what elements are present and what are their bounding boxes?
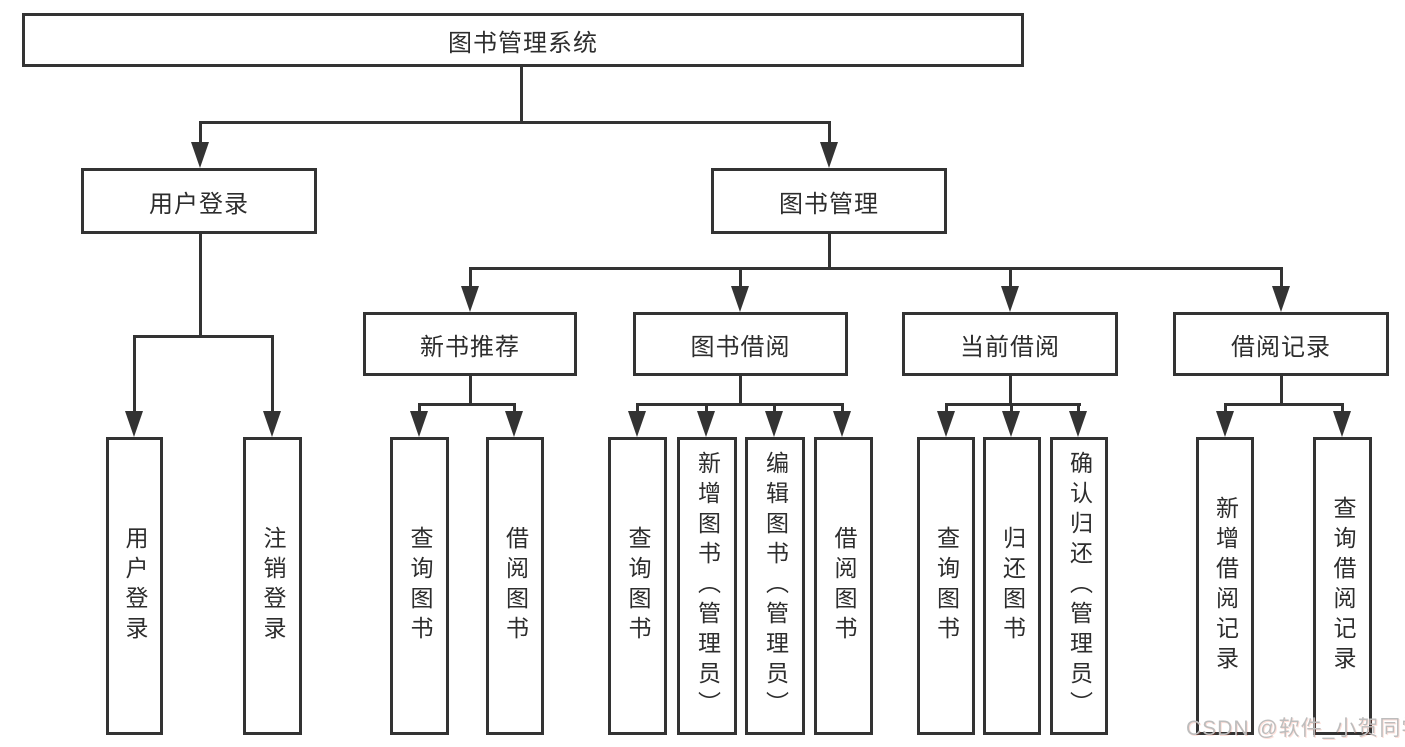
node-label: 借阅记录 [1231,333,1331,361]
node-label: 新增借阅记录 [1212,496,1239,676]
connector-line [271,335,274,413]
connector-line [636,403,639,413]
arrow-down-icon [628,411,646,437]
arrow-down-icon [410,411,428,437]
connector-line [469,267,472,287]
connector-line [469,267,1282,270]
arrow-down-icon [731,286,749,312]
node-library-system: 图书管理系统 [22,13,1024,67]
node-label: 确认归还（管理员） [1066,451,1093,721]
connector-line [133,335,274,338]
leaf-add-books-admin: 新增图书（管理员） [677,437,737,735]
arrow-down-icon [125,411,143,437]
arrow-down-icon [765,411,783,437]
node-label: 编辑图书（管理员） [762,451,789,721]
leaf-borrow-books-borrowing: 借阅图书 [814,437,873,735]
leaf-query-books-borrowing: 查询图书 [608,437,667,735]
arrow-down-icon [1002,411,1020,437]
connector-line [513,403,516,413]
arrow-down-icon [1069,411,1087,437]
connector-line [739,376,742,406]
connector-line [1341,403,1344,413]
csdn-watermark: CSDN @软件_小贺同学 [1186,717,1405,740]
connector-line [1009,376,1012,406]
node-label: 当前借阅 [960,333,1060,361]
connector-line [469,376,472,406]
connector-line [199,234,202,338]
leaf-query-books-current: 查询图书 [917,437,975,735]
arrow-down-icon [191,142,209,168]
arrow-down-icon [1272,286,1290,312]
node-label: 查询图书 [933,526,960,646]
node-label: 用户登录 [122,526,148,646]
leaf-return-books: 归还图书 [983,437,1041,735]
connector-line [828,121,831,145]
arrow-down-icon [1216,411,1234,437]
node-label: 查询图书 [625,526,651,646]
node-current-borrowing: 当前借阅 [902,312,1118,376]
connector-line [1010,403,1013,413]
node-label: 图书管理 [779,190,879,218]
arrow-down-icon [833,411,851,437]
node-label: 借阅图书 [831,526,857,646]
leaf-add-borrow-record: 新增借阅记录 [1196,437,1254,735]
node-label: 新增图书（管理员） [694,451,721,721]
connector-line [1009,267,1012,287]
arrow-down-icon [820,142,838,168]
connector-line [1280,376,1283,406]
connector-line [636,403,844,406]
node-book-borrowing: 图书借阅 [633,312,848,376]
arrow-down-icon [505,411,523,437]
connector-line [520,65,523,124]
node-book-management: 图书管理 [711,168,947,234]
node-label: 新书推荐 [420,333,520,361]
node-label: 注销登录 [260,526,286,646]
arrow-down-icon [1001,286,1019,312]
arrow-down-icon [937,411,955,437]
connector-line [1077,403,1080,413]
connector-line [418,403,516,406]
node-label: 借阅图书 [502,526,529,646]
connector-line [828,234,831,270]
node-new-book-recommend: 新书推荐 [363,312,577,376]
leaf-query-borrow-record: 查询借阅记录 [1313,437,1372,735]
connector-line [418,403,421,413]
connector-line [1224,403,1227,413]
connector-line [199,121,202,145]
leaf-query-books-recommend: 查询图书 [390,437,449,735]
leaf-confirm-return-admin: 确认归还（管理员） [1050,437,1108,735]
connector-line [133,335,136,413]
node-borrowing-records: 借阅记录 [1173,312,1389,376]
connector-line [705,403,708,413]
arrow-down-icon [697,411,715,437]
connector-line [841,403,844,413]
arrow-down-icon [461,286,479,312]
node-label: 查询图书 [407,526,433,646]
connector-line [739,267,742,287]
connector-line [1224,403,1344,406]
connector-line [945,403,948,413]
connector-line [1280,267,1283,287]
arrow-down-icon [1333,411,1351,437]
leaf-logout-login: 注销登录 [243,437,302,735]
node-label: 用户登录 [149,190,249,218]
node-label: 查询借阅记录 [1330,496,1356,676]
node-user-login: 用户登录 [81,168,317,234]
leaf-borrow-books-recommend: 借阅图书 [486,437,544,735]
arrow-down-icon [263,411,281,437]
leaf-user-login: 用户登录 [106,437,163,735]
node-label: 图书借阅 [690,333,791,361]
connector-line [945,403,1081,406]
node-label: 图书管理系统 [448,29,598,57]
connector-line [773,403,776,413]
connector-line [199,121,831,124]
node-label: 归还图书 [999,526,1026,646]
leaf-edit-books-admin: 编辑图书（管理员） [745,437,805,735]
